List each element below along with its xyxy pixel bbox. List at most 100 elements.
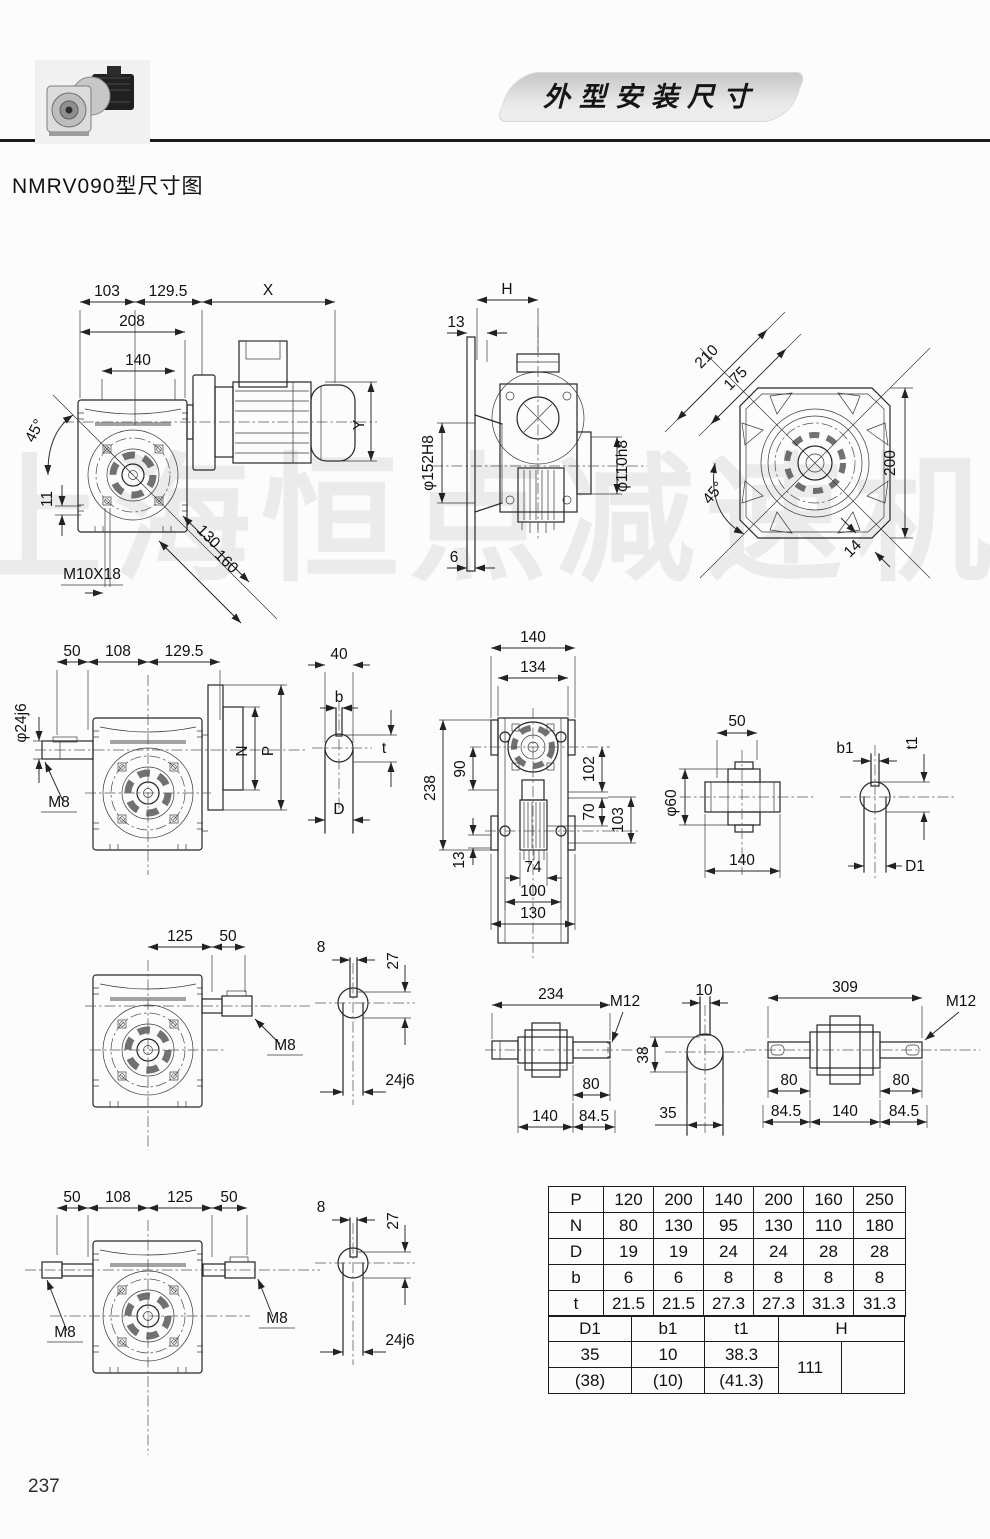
dim-45deg: 45° (700, 479, 728, 508)
dim-11: 11 (39, 491, 56, 507)
table-row: 35 10 38.3 111 (548, 1341, 905, 1395)
cell: 250 (853, 1186, 906, 1213)
dimension-labels: 50 φ60 140 (663, 713, 755, 869)
dim-130: 130 (193, 522, 224, 553)
dim-103: 103 (610, 807, 627, 833)
footer-header: D1 (548, 1315, 632, 1343)
banner-title: 外型安装尺寸 (543, 82, 759, 112)
drawing-double-extended-shaft: 309 M12 80 80 84.5 140 84.5 (745, 979, 980, 1128)
cell: 160 (803, 1186, 854, 1213)
dim-100: 100 (520, 883, 546, 900)
dim-6: 6 (450, 549, 459, 566)
drawing-output-shaft-view: 50 108 129.5 φ24j6 M8 N P (13, 643, 305, 875)
drawing-side-view-flange: H 13 φ152H8 φ110h8 6 (420, 281, 647, 572)
row-label: t (548, 1290, 604, 1317)
dim-38: 38 (635, 1046, 652, 1063)
dimension-labels: 140 134 238 90 102 70 103 13 74 100 130 (422, 629, 627, 922)
cell: 111 (778, 1341, 842, 1395)
cell: 10 (631, 1341, 705, 1369)
cell: 8 (853, 1264, 906, 1291)
dim-24j6: 24j6 (385, 1332, 414, 1349)
cell: 21.5 (653, 1290, 704, 1317)
cell: 120 (603, 1186, 654, 1213)
cell: 8 (753, 1264, 804, 1291)
dim-13: 13 (447, 314, 464, 331)
cell: 31.3 (853, 1290, 906, 1317)
dim-84-5-left: 84.5 (771, 1103, 801, 1120)
drawing-shaft-end-section: 10 38 35 (635, 982, 745, 1136)
dim-50-left: 50 (63, 1189, 81, 1206)
dim-200: 200 (882, 450, 899, 476)
cell: 8 (703, 1264, 754, 1291)
footer-header: t1 (704, 1315, 779, 1343)
dim-84-5-right: 84.5 (889, 1103, 919, 1120)
dim-234: 234 (538, 986, 564, 1003)
dimension-labels: 50 108 125 50 M8 M8 (54, 1189, 288, 1341)
cell: (10) (631, 1367, 705, 1395)
dimension-labels: 234 M12 80 140 84.5 (532, 986, 640, 1125)
page-number: 237 (28, 1476, 60, 1497)
dim-d: D (333, 801, 344, 818)
dim-80-left: 80 (780, 1072, 798, 1089)
cell: 110 (803, 1212, 854, 1239)
geometry (201, 990, 253, 1017)
dim-50: 50 (728, 713, 746, 730)
dim-13: 13 (451, 851, 468, 868)
geometry (466, 336, 592, 572)
dimension-lines (848, 754, 930, 870)
section-banner: 外型安装尺寸 (495, 72, 807, 122)
cell: 19 (653, 1238, 704, 1265)
dim-m12: M12 (946, 993, 976, 1010)
dim-50: 50 (219, 928, 237, 945)
dim-27: 27 (385, 1212, 402, 1229)
drawing-hollow-key-section: b1 t1 D1 (836, 737, 955, 878)
dim-160: 160 (211, 547, 242, 578)
dimension-table-footer: D1 b1 t1 H 35 10 38.3 111 (38) (10) (41.… (548, 1315, 905, 1395)
cell: 8 (803, 1264, 854, 1291)
drawing-top-view: 140 134 238 90 102 70 103 13 74 100 130 (422, 629, 640, 958)
dim-24j6: 24j6 (385, 1072, 414, 1089)
row-label: b (548, 1264, 604, 1291)
dim-140: 140 (532, 1108, 558, 1125)
dim-d1: D1 (905, 858, 925, 875)
dim-t1: t1 (904, 737, 921, 750)
dim-175: 175 (721, 364, 751, 394)
dim-140: 140 (520, 629, 546, 646)
cell: 180 (853, 1212, 906, 1239)
cell: 6 (603, 1264, 654, 1291)
dimension-labels: 103 129.5 X 208 140 45° 11 M10X18 130 16… (22, 282, 368, 583)
dimension-labels: 8 27 24j6 (317, 1199, 415, 1349)
dimension-lines (33, 658, 287, 813)
row-label: N (548, 1212, 604, 1239)
drawing-front-view-with-motor: 103 129.5 X 208 140 45° 11 M10X18 130 16… (22, 282, 377, 624)
cell: (41.3) (704, 1367, 779, 1395)
motor (186, 340, 356, 471)
cell: 38.3 (704, 1341, 779, 1369)
drawing-hollow-output-shaft: 50 φ60 140 (663, 713, 815, 878)
dim-108: 108 (105, 1189, 131, 1206)
dim-m8: M8 (48, 794, 70, 811)
geometry (41, 684, 244, 832)
cell: 6 (653, 1264, 704, 1291)
header-rule (0, 139, 990, 142)
cell: 27.3 (703, 1290, 754, 1317)
dim-102: 102 (581, 756, 598, 782)
dim-90: 90 (452, 760, 469, 778)
dim-10: 10 (695, 982, 713, 999)
dimension-labels: 309 M12 80 80 84.5 140 84.5 (771, 979, 976, 1120)
dimension-lines (320, 1216, 411, 1356)
dim-74: 74 (524, 859, 542, 876)
dimension-labels: 40 b t D (330, 646, 386, 818)
dimension-lines (650, 999, 728, 1131)
dim-40: 40 (330, 646, 348, 663)
dim-80-right: 80 (892, 1072, 910, 1089)
cell: 28 (853, 1238, 906, 1265)
dim-h: H (501, 281, 512, 298)
dimension-labels: H 13 φ152H8 φ110h8 6 (420, 281, 631, 566)
cell-empty (841, 1341, 905, 1395)
dim-84-5: 84.5 (579, 1108, 609, 1125)
dim-m8-right: M8 (266, 1310, 288, 1327)
row-label: D (548, 1238, 604, 1265)
dim-309: 309 (832, 979, 858, 996)
dimension-table-main: P 120 200 140 200 160 250 N 80 130 95 13… (548, 1186, 906, 1317)
